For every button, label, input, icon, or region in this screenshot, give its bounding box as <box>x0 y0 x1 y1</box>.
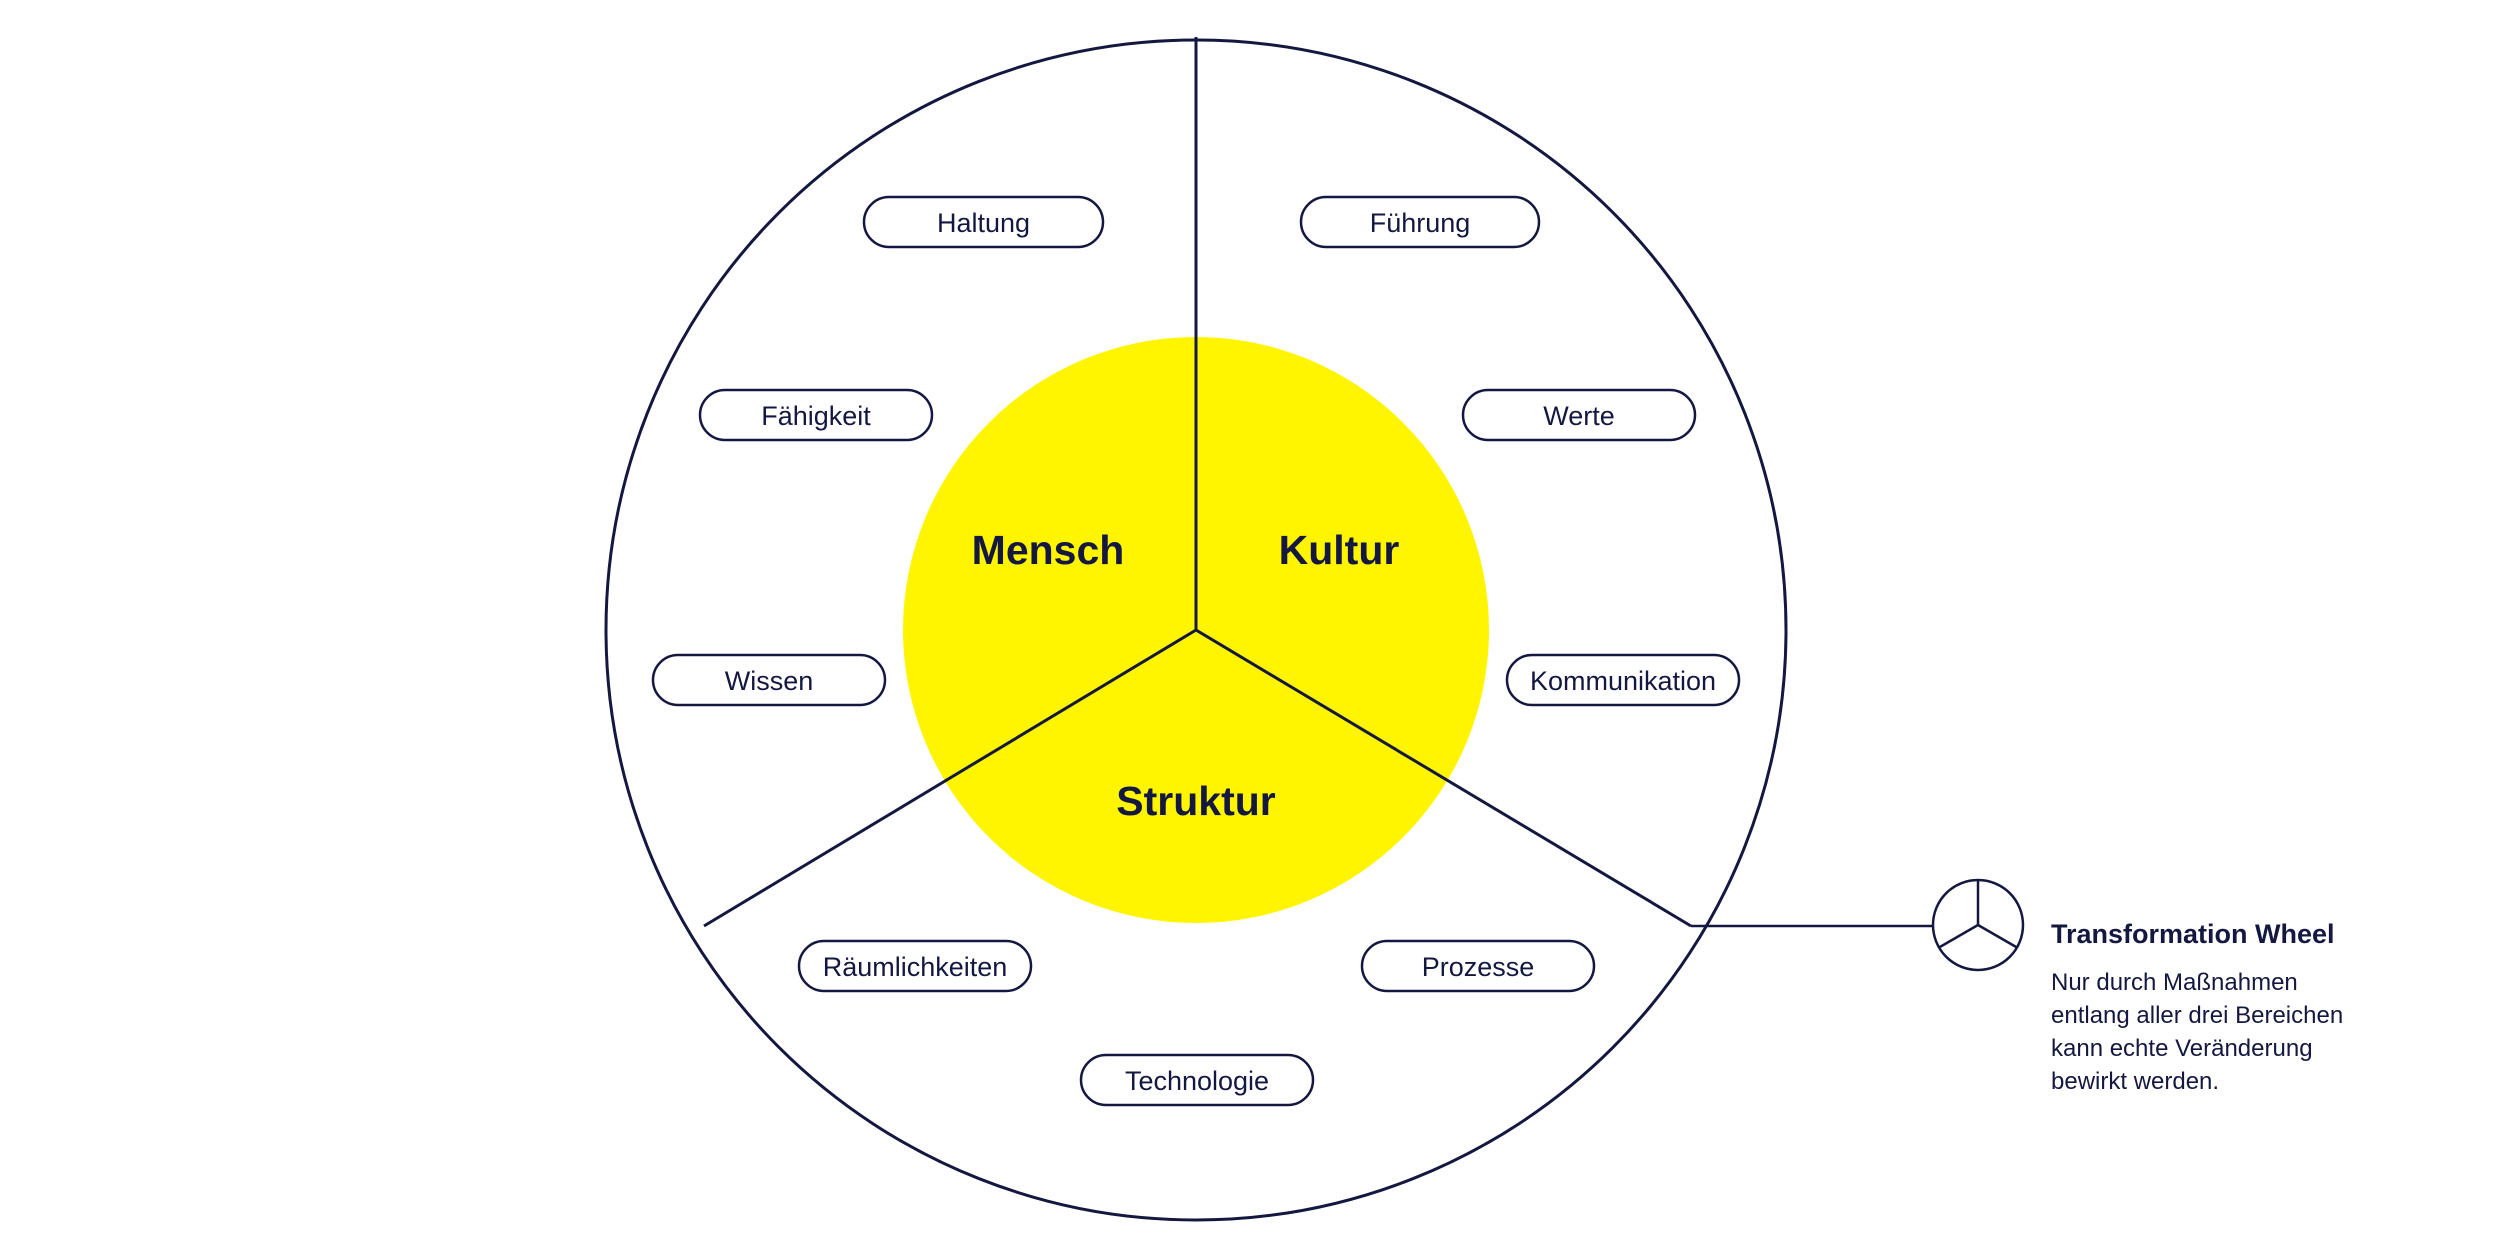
sector-label-struktur: Struktur <box>1116 778 1276 824</box>
factor-pill-wissen: Wissen <box>651 653 887 707</box>
legend-description-line-2: entlang aller drei Bereichen <box>2051 1002 2343 1029</box>
wheel-icon <box>1931 878 2025 972</box>
factor-pill-prozesse: Prozesse <box>1360 939 1596 993</box>
factor-label: Technologie <box>1125 1066 1269 1096</box>
sector-label-mensch: Mensch <box>972 527 1125 573</box>
divider-bottom-left <box>703 628 1197 928</box>
legend-description-line-3: kann echte Veränderung <box>2051 1035 2313 1062</box>
factor-label: Wissen <box>725 666 814 696</box>
factor-pill-kommunikation: Kommunikation <box>1505 653 1741 707</box>
factor-pill-fuehrung: Führung <box>1299 195 1541 249</box>
factor-pill-haltung: Haltung <box>862 195 1105 249</box>
factor-pill-werte: Werte <box>1461 388 1697 442</box>
divider-bottom-right <box>1195 628 1692 928</box>
legend-description-line-1: Nur durch Maßnahmen <box>2051 969 2298 996</box>
sector-label-kultur: Kultur <box>1279 527 1400 573</box>
factor-pill-technologie: Technologie <box>1079 1053 1315 1107</box>
factor-label: Haltung <box>937 208 1030 238</box>
legend-title: Transformation Wheel <box>2051 919 2335 949</box>
factor-label: Kommunikation <box>1530 666 1716 696</box>
factor-label: Führung <box>1370 208 1471 238</box>
factor-pill-raeumlichkeiten: Räumlichkeiten <box>797 939 1033 993</box>
factor-pill-faehigkeit: Fähigkeit <box>698 388 934 442</box>
factor-label: Prozesse <box>1422 952 1535 982</box>
factor-label: Fähigkeit <box>761 401 871 431</box>
factor-label: Werte <box>1543 401 1615 431</box>
factor-label: Räumlichkeiten <box>823 952 1008 982</box>
legend-description-line-4: bewirkt werden. <box>2051 1068 2219 1095</box>
